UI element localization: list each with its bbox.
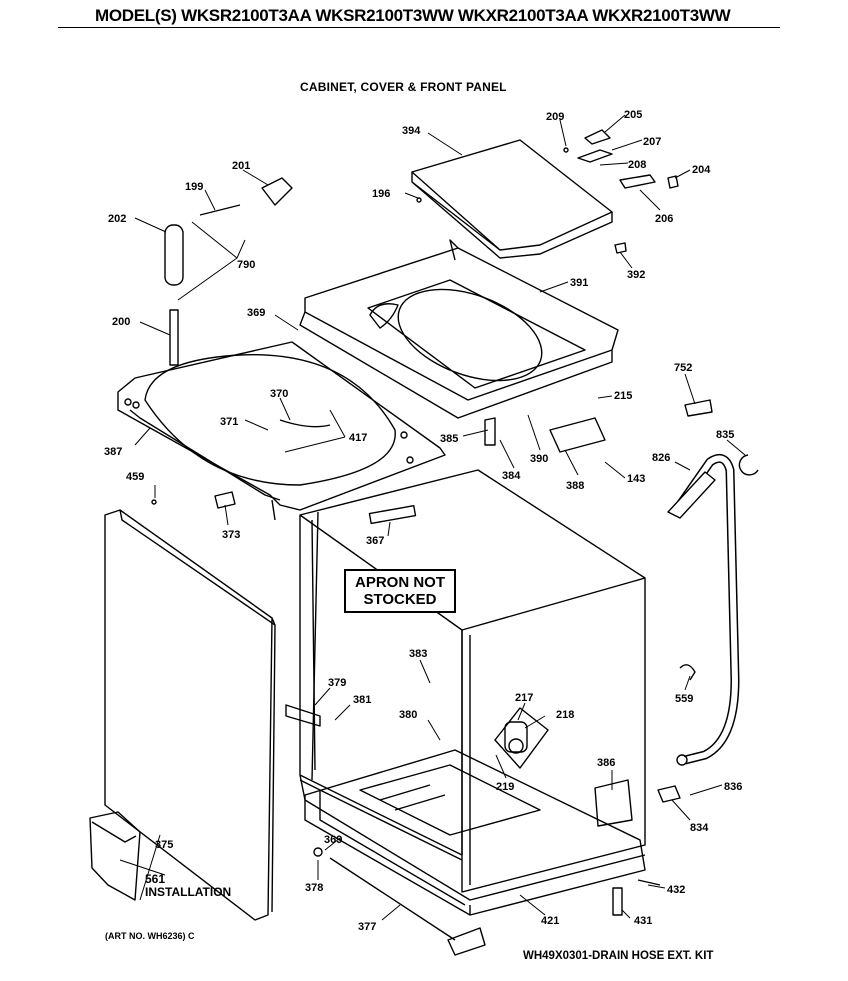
part-label-201: 201 — [232, 160, 250, 172]
part-label-392: 392 — [627, 269, 645, 281]
part-label-388: 388 — [566, 480, 584, 492]
part-label-790: 790 — [237, 259, 255, 271]
part-label-204: 204 — [692, 164, 711, 176]
part-label-383: 383 — [409, 648, 427, 660]
part-label-378: 378 — [305, 882, 323, 894]
part-label-196: 196 — [372, 188, 390, 200]
model-header: MODEL(S) WKSR2100T3AA WKSR2100T3WW WKXR2… — [95, 6, 731, 25]
part-label-207: 207 — [643, 136, 661, 148]
manual-part-number: 561 — [145, 872, 166, 886]
apron-note-line-2: STOCKED — [363, 591, 437, 608]
manual-name: INSTALLATION — [145, 885, 232, 899]
part-label-431: 431 — [634, 915, 652, 927]
part-label-369-top: 369 — [247, 307, 265, 319]
part-label-208: 208 — [628, 159, 646, 171]
part-label-202: 202 — [108, 213, 126, 225]
part-label-218: 218 — [556, 709, 574, 721]
part-label-206: 206 — [655, 213, 673, 225]
part-label-752: 752 — [674, 362, 692, 374]
part-label-215: 215 — [614, 390, 632, 402]
installation-manual-part — [89, 811, 141, 901]
part-label-217: 217 — [515, 692, 533, 704]
part-label-379: 379 — [328, 677, 346, 689]
section-title: CABINET, COVER & FRONT PANEL — [300, 80, 507, 94]
part-label-143: 143 — [627, 473, 645, 485]
leader-lines — [119, 114, 746, 921]
small-parts — [151, 129, 713, 956]
apron-not-stocked-note: APRON NOT STOCKED — [344, 569, 456, 613]
part-label-373: 373 — [222, 529, 240, 541]
part-label-385: 385 — [440, 433, 458, 445]
part-label-380: 380 — [399, 709, 417, 721]
part-label-219: 219 — [496, 781, 514, 793]
part-label-459: 459 — [126, 471, 144, 483]
part-label-369-bottom: 369 — [324, 834, 342, 846]
drain-hose-part — [667, 453, 740, 766]
part-label-836: 836 — [724, 781, 742, 793]
part-label-826: 826 — [652, 452, 670, 464]
header-rule — [58, 27, 780, 28]
drain-hose-kit-note: WH49X0301-DRAIN HOSE EXT. KIT — [523, 950, 714, 962]
installation-manual-label: 561 INSTALLATION — [145, 873, 231, 899]
part-label-377: 377 — [358, 921, 376, 933]
part-label-417: 417 — [349, 432, 367, 444]
part-label-371: 371 — [220, 416, 238, 428]
water-valve-part — [494, 707, 549, 769]
part-label-421: 421 — [541, 915, 559, 927]
part-label-205: 205 — [624, 109, 642, 121]
part-label-835: 835 — [716, 429, 734, 441]
base-part — [304, 749, 646, 916]
part-label-390: 390 — [530, 453, 548, 465]
part-label-199: 199 — [185, 181, 203, 193]
tub-ring-part — [117, 341, 446, 521]
part-label-432: 432 — [667, 884, 685, 896]
art-number: (ART NO. WH6236) C — [105, 931, 195, 941]
hose-clamp-part — [738, 454, 759, 476]
part-label-386: 386 — [597, 757, 615, 769]
part-label-370: 370 — [270, 388, 288, 400]
cabinet-part — [299, 469, 646, 906]
part-label-384: 384 — [502, 470, 521, 482]
part-label-375: 375 — [155, 839, 173, 851]
apron-note-line-1: APRON NOT — [355, 574, 445, 591]
part-label-559: 559 — [675, 693, 693, 705]
part-label-367: 367 — [366, 535, 384, 547]
part-labels: 394 209 205 207 208 204 206 196 392 201 … — [104, 109, 742, 933]
top-cover-part — [299, 239, 619, 419]
part-label-209: 209 — [546, 111, 564, 123]
part-label-391: 391 — [570, 277, 588, 289]
part-label-200: 200 — [112, 316, 130, 328]
part-label-834: 834 — [690, 822, 709, 834]
lid-part — [411, 139, 613, 259]
part-label-394: 394 — [402, 125, 421, 137]
part-label-387: 387 — [104, 446, 122, 458]
front-panel-part — [104, 509, 276, 921]
part-label-381: 381 — [353, 694, 371, 706]
